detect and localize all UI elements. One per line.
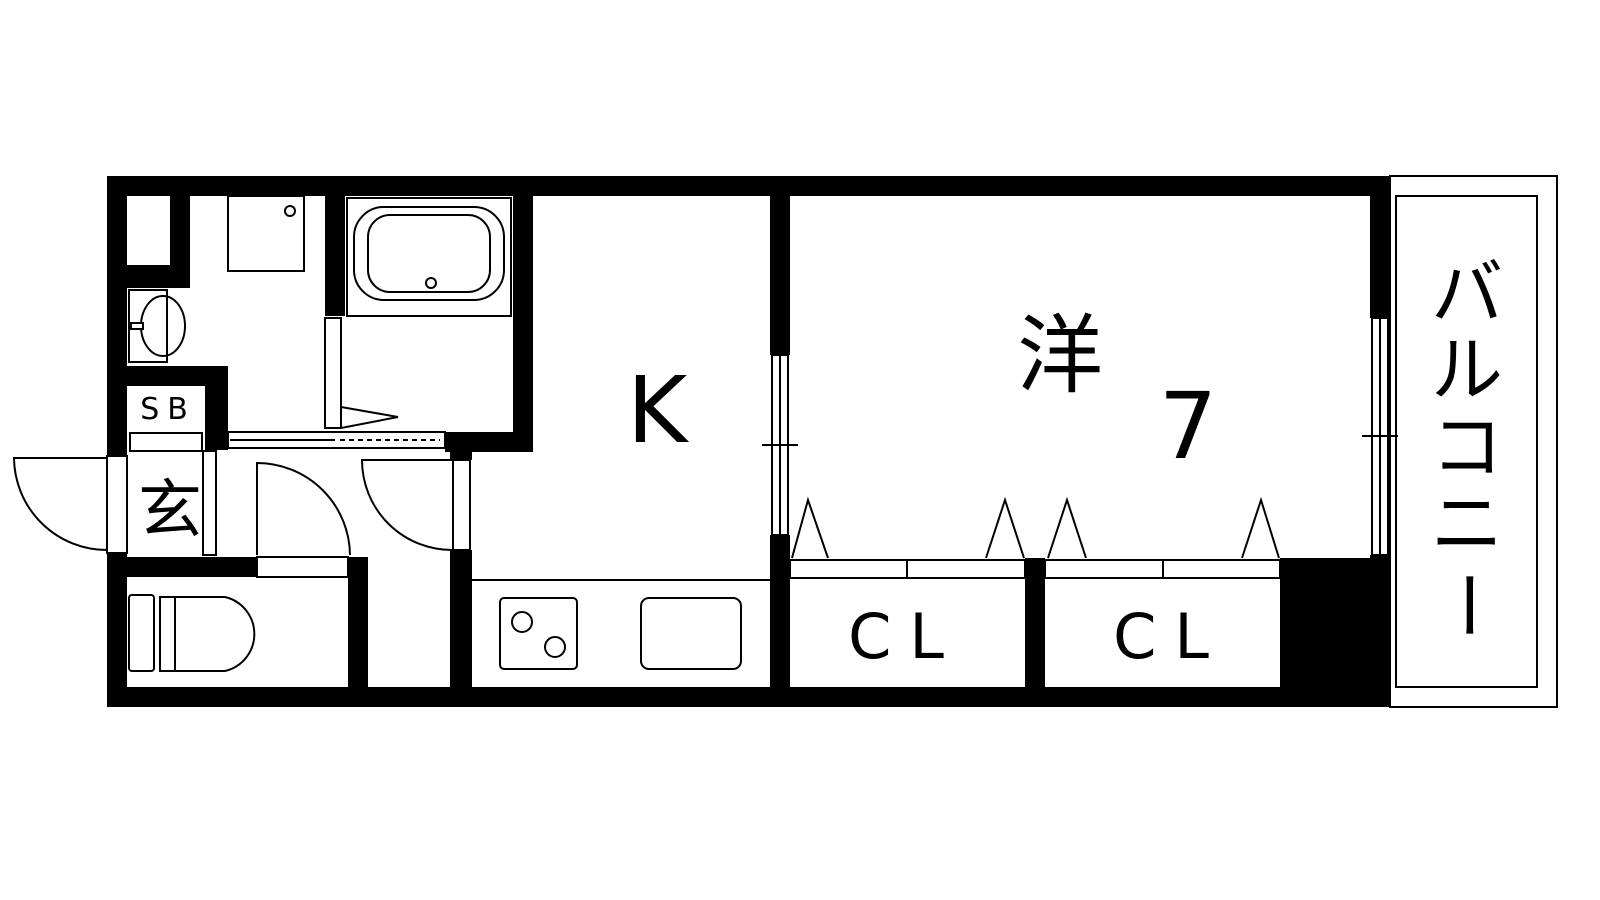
closet-doors[interactable] — [789, 496, 1281, 579]
kitchen-door[interactable] — [360, 459, 471, 552]
walls — [107, 176, 1390, 707]
fixtures — [12, 195, 1398, 672]
svg-text:ル: ル — [1431, 328, 1503, 412]
closet-2-label: CL — [1113, 600, 1227, 673]
kitchen-counter — [472, 579, 770, 670]
window-k[interactable] — [762, 354, 798, 536]
svg-text:コ: コ — [1431, 405, 1503, 489]
room-western-label: 洋 — [1017, 306, 1103, 406]
entrance-door[interactable] — [12, 455, 128, 554]
sink-icon — [640, 597, 742, 670]
shoe-box-label: SB — [140, 392, 196, 427]
svg-text:ニ: ニ — [1431, 482, 1503, 566]
room-labels: 洋 7 K CL CL 玄 SB バ ル コ ニ ー — [138, 251, 1509, 673]
room-kitchen-label: K — [627, 357, 690, 464]
closet-1-label: CL — [848, 600, 962, 673]
balcony — [1389, 175, 1558, 708]
washbasin-icon — [128, 289, 186, 363]
room-western-size: 7 — [1159, 373, 1218, 480]
toilet-icon — [128, 594, 256, 672]
entrance-label: 玄 — [138, 474, 202, 548]
washing-machine-icon — [227, 195, 305, 272]
svg-text:ー: ー — [1425, 569, 1509, 641]
bathtub-icon — [346, 197, 512, 317]
window-balcony[interactable] — [1362, 317, 1398, 556]
toilet-door[interactable] — [256, 461, 351, 578]
svg-text:バ: バ — [1431, 251, 1503, 335]
balcony-label: バ ル コ ニ ー — [1425, 251, 1509, 641]
stove-icon — [499, 597, 578, 670]
